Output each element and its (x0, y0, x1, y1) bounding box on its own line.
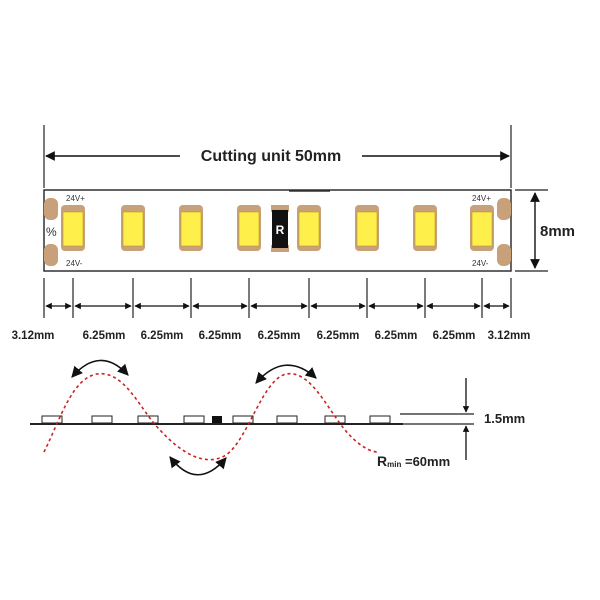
voltage-negative-right: 24V- (472, 259, 489, 268)
segment-label: 6.25mm (199, 330, 242, 342)
segment-label: 3.12mm (12, 330, 55, 342)
side-led-chip (41, 415, 63, 424)
side-led-chip (137, 415, 159, 424)
led-chip (297, 205, 321, 251)
bend-arrow-bottom (169, 456, 227, 476)
width-dimension: 8mm (515, 189, 575, 272)
width-label: 8mm (540, 223, 575, 240)
resistor-label: R (276, 223, 285, 237)
scissor-icon: % (46, 225, 57, 239)
cutting-unit-label: Cutting unit 50mm (201, 148, 341, 165)
bending-side-view (30, 359, 403, 476)
solder-pad-right-top (497, 198, 511, 220)
side-led-chip (369, 415, 391, 424)
led-strip: % 24V+ 24V- 24V+ 24V- R (43, 189, 512, 272)
voltage-positive-left: 24V+ (66, 194, 85, 203)
led-chip (61, 205, 85, 251)
led-chip (355, 205, 379, 251)
side-resistor (212, 416, 222, 423)
segment-label: 6.25mm (141, 330, 184, 342)
segment-label: 6.25mm (375, 330, 418, 342)
resistor: R (271, 205, 289, 252)
solder-pad-left-top (44, 198, 58, 220)
thickness-label: 1.5mm (484, 411, 525, 426)
segment-label: 6.25mm (83, 330, 126, 342)
led-chip (470, 205, 494, 251)
bend-radius-label: Rmin =60mm (377, 453, 450, 469)
thickness-dimension: 1.5mm (400, 378, 525, 460)
voltage-positive-right: 24V+ (472, 194, 491, 203)
bend-arrow-left (71, 359, 129, 378)
side-led-chips (41, 415, 391, 424)
bend-arrow-right (255, 364, 317, 384)
side-led-chip (183, 415, 205, 424)
side-led-chip (91, 415, 113, 424)
led-chip (179, 205, 203, 251)
segment-label: 6.25mm (433, 330, 476, 342)
segment-label: 6.25mm (258, 330, 301, 342)
led-chips (61, 205, 494, 251)
solder-pad-right-bottom (497, 244, 511, 266)
led-chip (413, 205, 437, 251)
led-chip (121, 205, 145, 251)
cutting-unit-dimension: Cutting unit 50mm (43, 125, 512, 188)
segment-dimensions: 3.12mm 6.25mm 6.25mm 6.25mm 6.25mm 6.25mm 6.25… (12, 278, 531, 342)
segment-label: 3.12mm (488, 330, 531, 342)
solder-pad-left-bottom (44, 244, 58, 266)
led-chip (237, 205, 261, 251)
side-led-chip (232, 415, 254, 424)
voltage-negative-left: 24V- (66, 259, 83, 268)
side-led-chip (276, 415, 298, 424)
segment-label: 6.25mm (317, 330, 360, 342)
